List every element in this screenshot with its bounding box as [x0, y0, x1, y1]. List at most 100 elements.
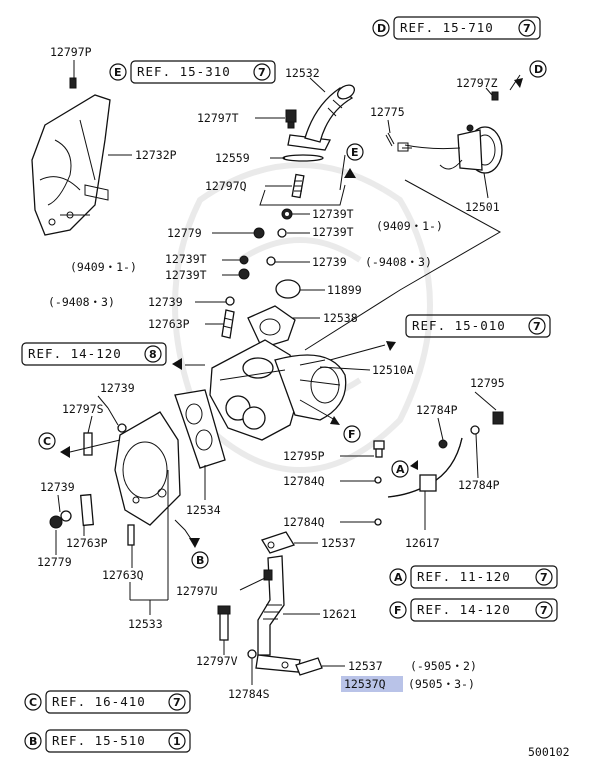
- bolt-12797T: [285, 109, 297, 129]
- part-label-12797U: 12797U: [176, 584, 218, 598]
- part-label-12501: 12501: [465, 200, 500, 214]
- turbocharger-12510A: [209, 339, 347, 441]
- ref-page: 7: [540, 604, 548, 617]
- part-label-12784S: 12784S: [228, 687, 270, 701]
- marker-circle-B: [191, 551, 209, 569]
- ref-box-16-410[interactable]: C REF. 16-410 7: [24, 690, 191, 714]
- part-label-12532: 12532: [285, 66, 320, 80]
- marker-E: E: [351, 146, 359, 159]
- part-label-12763Q: 12763Q: [102, 568, 144, 582]
- doc-number: 500102: [528, 745, 570, 759]
- marker-B: B: [196, 554, 204, 567]
- arrow-markers: D E C F A B: [38, 60, 547, 569]
- ref-box-14-120-7[interactable]: F REF. 14-120 7: [389, 598, 558, 622]
- part-label-12797Z: 12797Z: [456, 76, 498, 90]
- ref-page: 7: [540, 571, 548, 584]
- part-label-12533: 12533: [128, 617, 163, 631]
- marker-C: C: [43, 435, 51, 448]
- ref-text: REF. 15-310: [137, 64, 231, 79]
- ref-box-15-310[interactable]: E REF. 15-310 7: [109, 60, 276, 84]
- part-label-12763P-upper: 12763P: [148, 317, 190, 331]
- ref-page: 7: [523, 22, 531, 35]
- gasket-12538: [247, 305, 296, 349]
- part-label-12510A: 12510A: [372, 363, 414, 377]
- part-label-date-9505-3: (9505・3-): [408, 677, 475, 691]
- part-label-11899: 11899: [327, 283, 362, 297]
- actuator-12501: [397, 124, 503, 174]
- ref-box-15-510[interactable]: B REF. 15-510 1: [24, 729, 191, 753]
- ref-text: REF. 14-120: [417, 602, 511, 617]
- oil-pipe-12532: [287, 84, 356, 151]
- stud-12763P-upper: [221, 309, 235, 339]
- stud-12763Q: [127, 524, 135, 546]
- part-label-12739-d: 12739: [40, 480, 75, 494]
- part-label-12797V: 12797V: [196, 654, 238, 668]
- ref-text: REF. 11-120: [417, 569, 511, 584]
- bolt-12797Q: [291, 173, 305, 199]
- washer-group-upper: [225, 208, 293, 306]
- bolt-12797P: [69, 77, 77, 89]
- part-label-12537-b: 12537: [348, 659, 383, 673]
- marker-circle-F: [343, 425, 361, 443]
- washer-12784S: [247, 649, 257, 659]
- bolt-12797Z: [491, 91, 499, 101]
- part-label-12797P: 12797P: [50, 45, 92, 59]
- part-label-12739-b: 12739: [148, 295, 183, 309]
- part-label-12784P-b: 12784P: [458, 478, 500, 492]
- marker-circle-A: [391, 460, 409, 478]
- nut-12779-lower: [49, 493, 94, 529]
- part-label-12779-lower: 12779: [37, 555, 72, 569]
- ref-box-11-120[interactable]: A REF. 11-120 7: [389, 565, 558, 589]
- ref-marker: D: [377, 22, 386, 35]
- part-label-12784P-a: 12784P: [416, 403, 458, 417]
- ref-text: REF. 16-410: [52, 694, 146, 709]
- part-label-12739T-d: 12739T: [165, 268, 207, 282]
- part-label-12779-upper: 12779: [167, 226, 202, 240]
- highlight-12537Q: [341, 676, 403, 692]
- part-label-12797T: 12797T: [197, 111, 239, 125]
- ref-box-15-010[interactable]: REF. 15-010 7: [405, 314, 551, 338]
- gasket-12559: [282, 154, 324, 162]
- gasket-12537-lower: [295, 657, 323, 676]
- marker-D: D: [534, 63, 543, 76]
- ref-box-14-120-8[interactable]: REF. 14-120 8: [21, 342, 167, 366]
- ref-page: 7: [173, 696, 181, 709]
- ref-marker: A: [394, 571, 403, 584]
- bolt-12797V: [217, 605, 231, 641]
- marker-A: A: [396, 463, 405, 476]
- part-label-12732P: 12732P: [135, 148, 177, 162]
- part-label-12797Q: 12797Q: [205, 179, 247, 193]
- heat-shield-12732P: [31, 94, 111, 236]
- part-label-12763P-lower: 12763P: [66, 536, 108, 550]
- arrow-heads: [60, 78, 523, 548]
- ref-marker: B: [29, 735, 37, 748]
- part-label-12739T-b: 12739T: [312, 225, 354, 239]
- part-label-12784Q-b: 12784Q: [283, 515, 325, 529]
- ref-box-15-710[interactable]: D REF. 15-710 7: [372, 16, 541, 40]
- part-label-12775: 12775: [370, 105, 405, 119]
- part-label-12538: 12538: [323, 311, 358, 325]
- part-label-date-9408-3-b: (-9408・3): [48, 295, 115, 309]
- oil-return-12621: [255, 531, 301, 673]
- part-label-12617: 12617: [405, 536, 440, 550]
- part-label-12534: 12534: [186, 503, 221, 517]
- ref-marker: F: [394, 604, 402, 617]
- part-label-12559: 12559: [215, 151, 250, 165]
- ref-marker-circle: [372, 19, 390, 37]
- part-label-12739-c: 12739: [100, 381, 135, 395]
- ref-page: 8: [149, 348, 157, 361]
- marker-circle-D: [529, 60, 547, 78]
- part-labels: 12797P 12532 12797T 12797Z 12775 12732P …: [37, 45, 570, 759]
- part-label-12739T-a: 12739T: [312, 207, 354, 221]
- part-label-date-9408-3-a: (-9408・3): [365, 255, 432, 269]
- part-label-12537-a: 12537: [321, 536, 356, 550]
- part-label-date-9505-2: (-9505・2): [410, 659, 477, 673]
- part-label-12739-a: 12739: [312, 255, 347, 269]
- part-label-12537Q[interactable]: 12537Q: [344, 677, 386, 691]
- ref-text: REF. 15-010: [412, 318, 506, 333]
- part-label-12795: 12795: [470, 376, 505, 390]
- ref-text: REF. 15-710: [400, 20, 494, 35]
- ring-11899: [275, 279, 301, 299]
